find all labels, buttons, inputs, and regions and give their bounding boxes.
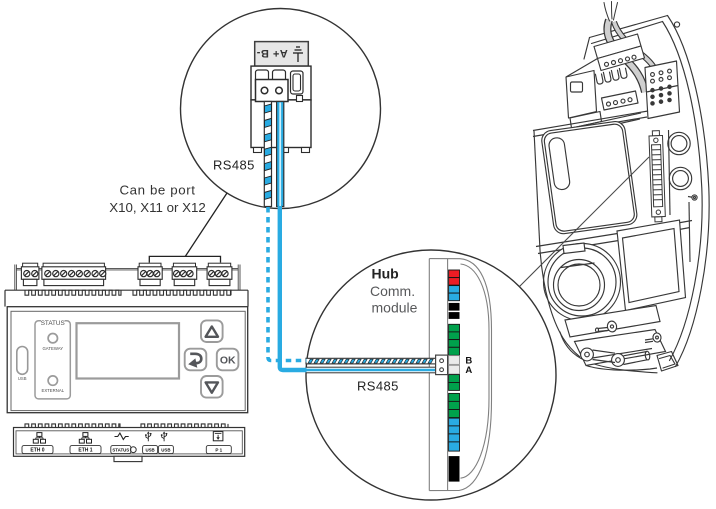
svg-text:USB: USB <box>145 448 154 453</box>
svg-text:ETH 1: ETH 1 <box>78 448 92 454</box>
svg-text:GATEWAY: GATEWAY <box>42 346 63 351</box>
svg-text:Hub: Hub <box>372 266 399 282</box>
svg-text:Can be port: Can be port <box>119 183 195 198</box>
svg-text:USB: USB <box>18 376 27 381</box>
svg-text:Comm.: Comm. <box>370 283 415 299</box>
svg-text:module: module <box>372 300 418 316</box>
svg-text:X10, X11 or X12: X10, X11 or X12 <box>109 200 206 215</box>
svg-text:OK: OK <box>220 355 236 367</box>
svg-text:EXTERNAL: EXTERNAL <box>41 388 64 393</box>
svg-text:A+ B-: A+ B- <box>256 47 288 59</box>
svg-text:RS485: RS485 <box>357 379 399 394</box>
svg-text:USB: USB <box>161 448 170 453</box>
svg-text:P 1: P 1 <box>215 448 222 453</box>
svg-text:A: A <box>465 365 472 376</box>
svg-text:ETH 0: ETH 0 <box>30 448 44 454</box>
svg-text:STATUS: STATUS <box>112 448 129 453</box>
svg-text:STATUS: STATUS <box>41 320 65 327</box>
svg-text:RS485: RS485 <box>213 158 255 173</box>
